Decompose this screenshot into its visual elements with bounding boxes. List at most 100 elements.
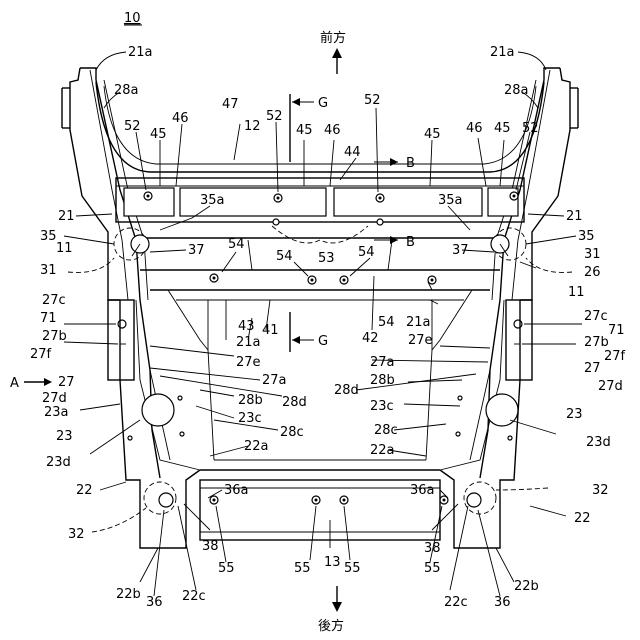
label-46-3: 46: [466, 121, 483, 136]
label-28a-left: 28a: [114, 83, 139, 98]
label-28d-left: 28d: [282, 395, 307, 410]
label-22-right: 22: [574, 511, 591, 526]
label-21a-mid-right: 21a: [406, 315, 431, 330]
outline-31-right: [526, 258, 572, 272]
label-22a-right: 22a: [370, 443, 395, 458]
label-42: 42: [362, 331, 379, 346]
outline-31-left: [68, 258, 114, 272]
label-27f-left: 27f: [30, 347, 52, 362]
label-28c-left: 28c: [280, 425, 304, 440]
label-47: 47: [222, 97, 239, 112]
figure-number: 10: [124, 11, 141, 26]
label-32-right: 32: [592, 483, 609, 498]
left-lower-member: [120, 300, 200, 548]
label-45-2: 45: [296, 123, 313, 138]
section-g-label-bottom: G: [318, 334, 328, 349]
label-27e-left: 27e: [236, 355, 261, 370]
section-marker-g-bottom: [290, 312, 314, 352]
label-38-right: 38: [424, 541, 441, 556]
label-11-left: 11: [56, 241, 73, 256]
label-27a-right: 27a: [370, 355, 395, 370]
label-43: 43: [238, 319, 255, 334]
label-21a-top-right: 21a: [490, 45, 515, 60]
label-21-left: 21: [58, 209, 75, 224]
label-28a-right: 28a: [504, 83, 529, 98]
label-23d-right: 23d: [586, 435, 611, 450]
label-36-left: 36: [146, 595, 163, 610]
label-45-1: 45: [150, 127, 167, 142]
front-direction-arrow: [332, 48, 342, 74]
label-22a-left: 22a: [244, 439, 269, 454]
label-31-right: 31: [584, 247, 601, 262]
label-27c-left: 27c: [42, 293, 66, 308]
label-55-1: 55: [218, 561, 235, 576]
label-37-left: 37: [188, 243, 205, 258]
label-28d-right: 28d: [334, 383, 359, 398]
label-36a-left: 36a: [224, 483, 249, 498]
label-28b-right: 28b: [370, 373, 395, 388]
label-22b-right: 22b: [514, 579, 539, 594]
label-52-3: 52: [364, 93, 381, 108]
label-52-1: 52: [124, 119, 141, 134]
label-26: 26: [584, 265, 601, 280]
label-32-left: 32: [68, 527, 85, 542]
label-46-1: 46: [172, 111, 189, 126]
label-35a-right: 35a: [438, 193, 463, 208]
label-22-left: 22: [76, 483, 93, 498]
label-36-right: 36: [494, 595, 511, 610]
front-direction-label: 前方: [320, 30, 346, 46]
label-13: 13: [324, 555, 341, 570]
section-marker-b-bottom: [374, 236, 398, 244]
rear-direction-label: 後方: [318, 618, 344, 634]
label-41: 41: [262, 323, 279, 338]
label-71-right: 71: [608, 323, 625, 338]
label-27c-right: 27c: [584, 309, 608, 324]
arrow-a: [24, 378, 52, 386]
rear-direction-arrow: [332, 586, 342, 612]
label-54-4: 54: [378, 315, 395, 330]
left-side-bracket: [108, 300, 134, 380]
label-11-right: 11: [568, 285, 585, 300]
label-27a-left: 27a: [262, 373, 287, 388]
front-mount-dashed-outline: [272, 226, 368, 243]
label-52-2: 52: [266, 109, 283, 124]
label-55-3: 55: [344, 561, 361, 576]
label-37-right: 37: [452, 243, 469, 258]
label-27b-left: 27b: [42, 329, 67, 344]
label-21-right: 21: [566, 209, 583, 224]
label-54-3: 54: [358, 245, 375, 260]
label-23a: 23a: [44, 405, 69, 420]
label-45-4: 45: [494, 121, 511, 136]
rear-left-mount: [144, 482, 176, 514]
outline-32-right: [496, 488, 548, 490]
label-28c-right: 28c: [374, 423, 398, 438]
inner-rails: [200, 300, 440, 470]
label-54-2: 54: [276, 249, 293, 264]
label-23d-left: 23d: [46, 455, 71, 470]
right-side-bracket: [506, 300, 532, 380]
label-27e-right: 27e: [408, 333, 433, 348]
label-22c-right: 22c: [444, 595, 468, 610]
label-22c-left: 22c: [182, 589, 206, 604]
label-23c-right: 23c: [370, 399, 394, 414]
label-35a-left: 35a: [200, 193, 225, 208]
label-55-4: 55: [424, 561, 441, 576]
section-b-label-top: B: [406, 156, 415, 171]
label-71-left: 71: [40, 311, 57, 326]
label-46-2: 46: [324, 123, 341, 138]
label-12: 12: [244, 119, 261, 134]
label-52-4: 52: [522, 121, 539, 136]
label-23-right: 23: [566, 407, 583, 422]
right-lower-member: [440, 300, 520, 548]
label-38-left: 38: [202, 539, 219, 554]
label-21a-top-left: 21a: [128, 45, 153, 60]
label-31-left: 31: [40, 263, 57, 278]
label-53: 53: [318, 251, 335, 266]
rear-right-mount: [464, 482, 496, 514]
label-21a-mid-left: 21a: [236, 335, 261, 350]
label-27d-right: 27d: [598, 379, 623, 394]
label-27d-left: 27d: [42, 391, 67, 406]
outline-32-left: [92, 508, 146, 532]
label-23-left: 23: [56, 429, 73, 444]
